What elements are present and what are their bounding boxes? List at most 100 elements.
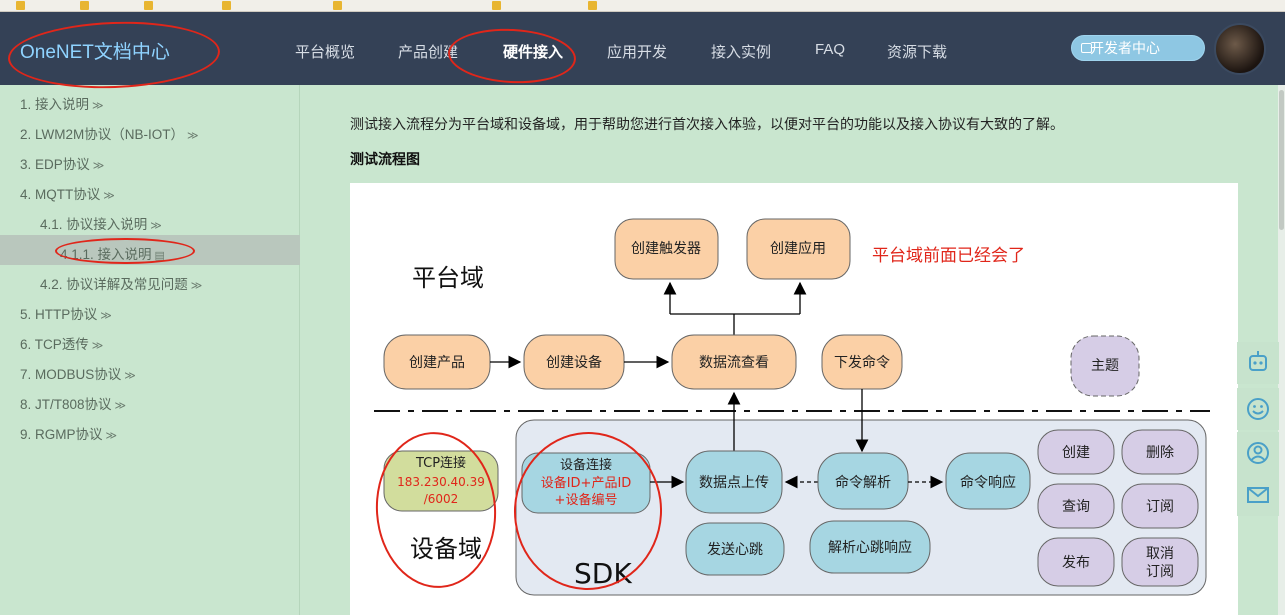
datapoint-upload-label: 数据点上传 (699, 475, 769, 491)
developer-center-button[interactable]: 开发者中心 (1071, 35, 1205, 61)
sidebar: 1. 接入说明≫ 2. LWM2M协议（NB-IOT）≫ 3. EDP协议≫ 4… (0, 85, 300, 615)
mqtt-create-label: 创建 (1062, 445, 1090, 461)
sidebar-item-access-guide[interactable]: 1. 接入说明≫ (20, 93, 104, 113)
nav-product-create[interactable]: 产品创建 (398, 44, 459, 61)
chevron-down-icon: ≫ (150, 220, 162, 232)
sidebar-item-label: 8. JT/T808协议 (20, 397, 112, 412)
sidebar-item-label: 4.1.1. 接入说明 (60, 247, 152, 262)
site-logo[interactable]: OneNET文档中心 (20, 42, 170, 63)
mqtt-subscribe-label: 订阅 (1146, 499, 1174, 515)
platform-domain-title: 平台域 (412, 264, 484, 292)
floating-toolbar (1237, 342, 1279, 518)
main-content: 测试接入流程分为平台域和设备域，用于帮助您进行首次接入体验，以便对平台的功能以及… (301, 85, 1285, 615)
flow-diagram-svg: 平台域 创建触发器 创建应用 平台域前面已经会了 创建产品 创建设备 数据流查看… (374, 218, 1210, 596)
bookmarks-bar (0, 0, 1285, 12)
command-response-label: 命令响应 (960, 474, 1016, 491)
device-connect-label: 设备连接 (560, 457, 612, 473)
create-trigger-label: 创建触发器 (631, 241, 701, 257)
sidebar-item-label: 4.2. 协议详解及常见问题 (40, 277, 188, 292)
create-trigger-box (614, 218, 719, 280)
mail-icon[interactable] (1237, 474, 1279, 516)
sidebar-item-tcp[interactable]: 6. TCP透传≫ (20, 333, 103, 353)
nav-downloads[interactable]: 资源下载 (887, 44, 948, 61)
scrollbar-thumb[interactable] (1279, 90, 1284, 230)
sidebar-item-label: 1. 接入说明 (20, 97, 90, 112)
datapoint-upload-box (685, 450, 783, 514)
bookmark-folder-icon[interactable] (144, 1, 153, 10)
send-heartbeat-box (685, 522, 785, 576)
nav-app-dev[interactable]: 应用开发 (607, 44, 668, 61)
bookmark-folder-icon[interactable] (492, 1, 501, 10)
nav-faq[interactable]: FAQ (815, 41, 846, 58)
command-parse-label: 命令解析 (835, 474, 891, 491)
tcp-address-line1: 183.230.40.39 (397, 475, 485, 489)
top-navigation: OneNET文档中心 平台概览 产品创建 硬件接入 应用开发 接入实例 FAQ … (0, 12, 1285, 85)
sidebar-item-jtt808[interactable]: 8. JT/T808协议≫ (20, 393, 126, 413)
sidebar-item-modbus[interactable]: 7. MODBUS协议≫ (20, 363, 136, 383)
section-heading: 测试流程图 (350, 151, 420, 167)
nav-examples[interactable]: 接入实例 (711, 44, 772, 61)
bookmark-folder-icon[interactable] (80, 1, 89, 10)
page-scrollbar[interactable] (1278, 85, 1285, 615)
nav-hardware-access[interactable]: 硬件接入 (503, 44, 564, 61)
create-app-box (746, 218, 851, 280)
sidebar-item-label: 3. EDP协议 (20, 157, 90, 172)
developer-center-label: 开发者中心 (1090, 40, 1160, 56)
topic-box (1070, 335, 1140, 397)
sidebar-item-mqtt[interactable]: 4. MQTT协议≫ (20, 183, 115, 203)
sidebar-item-lwm2m[interactable]: 2. LWM2M协议（NB-IOT）≫ (20, 123, 199, 143)
sidebar-active-highlight (0, 235, 300, 265)
tcp-connection-label: TCP连接 (415, 455, 466, 471)
mqtt-unsubscribe-label-line2: 订阅 (1146, 564, 1174, 580)
sidebar-item-label: 9. RGMP协议 (20, 427, 103, 442)
developer-center-icon (1081, 43, 1092, 53)
mqtt-delete-label: 删除 (1146, 445, 1174, 461)
device-connect-line2: 设备ID+产品ID (541, 475, 632, 491)
bookmark-folder-icon[interactable] (16, 1, 25, 10)
bookmark-folder-icon[interactable] (588, 1, 597, 10)
send-command-label: 下发命令 (834, 354, 890, 371)
bookmark-folder-icon[interactable] (222, 1, 231, 10)
sidebar-item-mqtt-protocol-access[interactable]: 4.1. 协议接入说明≫ (40, 213, 162, 233)
sidebar-item-mqtt-details[interactable]: 4.2. 协议详解及常见问题≫ (40, 273, 202, 293)
sidebar-item-mqtt-access-guide[interactable]: 4.1.1. 接入说明▤ (60, 243, 165, 263)
sidebar-item-http[interactable]: 5. HTTP协议≫ (20, 303, 112, 323)
mqtt-unsubscribe-label-line1: 取消 (1146, 546, 1174, 562)
mqtt-query-label: 查询 (1062, 499, 1090, 515)
command-parse-box (817, 452, 909, 510)
mqtt-unsubscribe-box (1121, 537, 1199, 587)
intro-paragraph: 测试接入流程分为平台域和设备域，用于帮助您进行首次接入体验，以便对平台的功能以及… (350, 116, 1064, 132)
device-domain-title: 设备域 (410, 535, 482, 563)
sidebar-item-edp[interactable]: 3. EDP协议≫ (20, 153, 104, 173)
parse-heartbeat-label: 解析心跳响应 (828, 539, 912, 556)
nav-platform-overview[interactable]: 平台概览 (295, 44, 356, 61)
mqtt-query-box (1037, 483, 1115, 529)
user-icon[interactable] (1237, 432, 1279, 474)
mqtt-create-box (1037, 429, 1115, 475)
chevron-down-icon: ≫ (100, 310, 112, 322)
sidebar-item-label: 2. LWM2M协议（NB-IOT） (20, 127, 185, 142)
datastream-view-box (671, 334, 797, 390)
smile-icon[interactable] (1237, 388, 1279, 430)
robot-icon[interactable] (1237, 342, 1279, 384)
sidebar-item-label: 5. HTTP协议 (20, 307, 98, 322)
chevron-down-icon: ≫ (190, 280, 203, 292)
chevron-down-icon: ≫ (187, 130, 199, 142)
chevron-down-icon: ≫ (92, 160, 105, 172)
flow-diagram: 平台域 创建触发器 创建应用 平台域前面已经会了 创建产品 创建设备 数据流查看… (350, 183, 1238, 615)
sdk-label: SDK (574, 557, 632, 590)
sidebar-item-rgmp[interactable]: 9. RGMP协议≫ (20, 423, 117, 443)
datastream-view-label: 数据流查看 (699, 355, 769, 371)
chevron-down-icon: ≫ (105, 430, 118, 442)
send-heartbeat-label: 发送心跳 (707, 542, 763, 558)
device-connect-line3: +设备编号 (555, 492, 618, 508)
topic-label: 主题 (1091, 358, 1119, 374)
mqtt-delete-box (1121, 429, 1199, 475)
bookmark-folder-icon[interactable] (333, 1, 342, 10)
create-product-label: 创建产品 (409, 355, 465, 371)
tcp-connection-box (383, 450, 499, 512)
platform-annotation: 平台域前面已经会了 (872, 246, 1025, 266)
tcp-address-line2: /6002 (424, 492, 459, 506)
avatar[interactable] (1214, 23, 1266, 75)
sidebar-item-label: 4.1. 协议接入说明 (40, 217, 148, 232)
